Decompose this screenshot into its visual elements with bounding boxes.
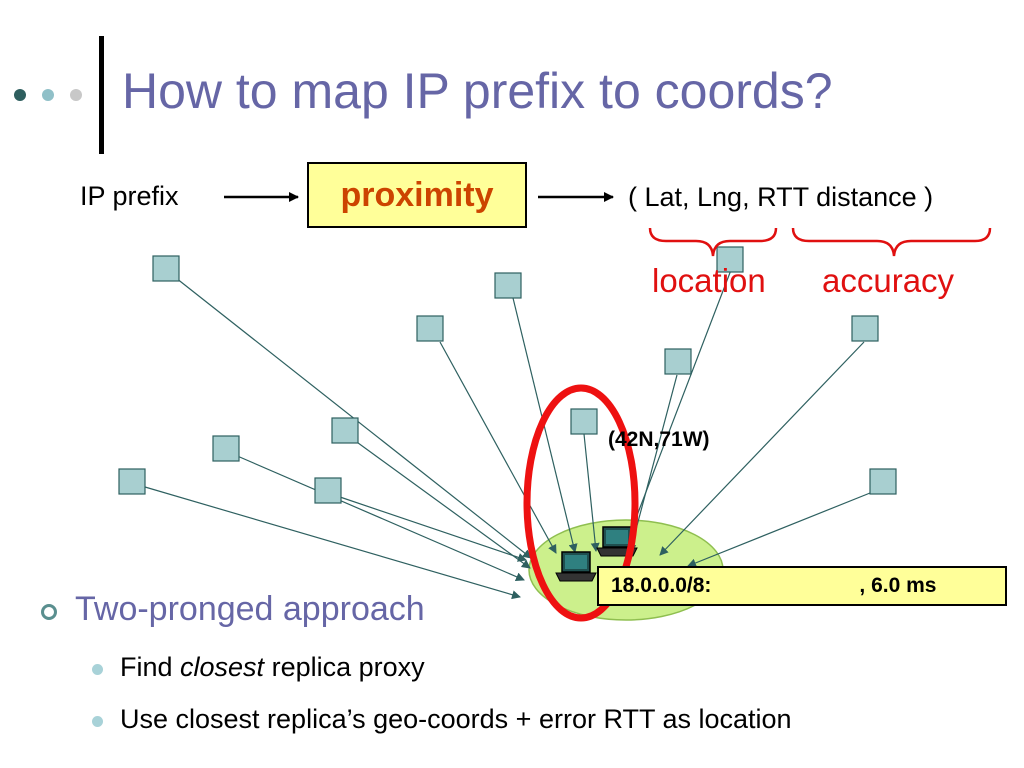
closest-replica-highlight [523, 384, 639, 622]
rtt-value: , 6.0 ms [859, 574, 937, 597]
page-title: How to map IP prefix to coords? [122, 63, 833, 119]
title-dot-2 [42, 89, 54, 101]
replica-node [118, 468, 146, 495]
replica-node [869, 468, 897, 495]
title-dot-3 [70, 89, 82, 101]
bullet-ring-icon [41, 604, 57, 620]
coords-output-label: ( Lat, Lng, RTT distance ) [628, 182, 934, 212]
connection-line [659, 341, 865, 556]
laptop-icon [555, 551, 597, 582]
proximity-label: proximity [340, 175, 494, 214]
prefix-result-box: 18.0.0.0/8: , 6.0 ms [597, 566, 1007, 606]
accuracy-label: accuracy [822, 262, 955, 299]
replica-node [152, 255, 180, 282]
prefix-value: 18.0.0.0/8: [611, 574, 712, 597]
coordinate-label: (42N,71W) [608, 428, 710, 451]
connection-line [621, 269, 732, 553]
replica-node [851, 315, 879, 342]
replica-node [664, 348, 692, 375]
replica-node [494, 272, 522, 299]
title-divider [99, 36, 104, 154]
connection-line [627, 374, 678, 553]
brace-accuracy [791, 227, 992, 257]
connection-line [583, 433, 600, 552]
connection-line [339, 496, 527, 562]
connection-line [234, 454, 525, 581]
replica-node [570, 408, 598, 435]
location-label: location [652, 262, 766, 299]
bullet-dot-icon [92, 664, 103, 675]
connection-line [439, 341, 557, 554]
replica-node [416, 315, 444, 342]
replica-node [331, 417, 359, 444]
replica-node [212, 435, 240, 462]
proximity-box: proximity [307, 162, 527, 228]
bullet-sub-1-text-end: replica proxy [264, 652, 425, 682]
bullet-main: Two-pronged approach [75, 590, 425, 628]
title-dot-1 [14, 89, 26, 101]
bullet-sub-1: Find closest replica proxy [120, 652, 425, 683]
replica-node [314, 477, 342, 504]
bullet-sub-1-text: Find [120, 652, 181, 682]
brace-location [648, 227, 778, 257]
ip-prefix-label: IP prefix [80, 181, 179, 211]
replica-node [716, 246, 744, 273]
bullet-sub-2: Use closest replica’s geo-coords + error… [120, 704, 792, 734]
connection-line [687, 488, 881, 568]
connection-line [144, 486, 521, 600]
connection-line [353, 439, 531, 569]
bullet-sub-1-emphasis: closest [180, 652, 265, 682]
bullet-dot-icon [92, 716, 103, 727]
